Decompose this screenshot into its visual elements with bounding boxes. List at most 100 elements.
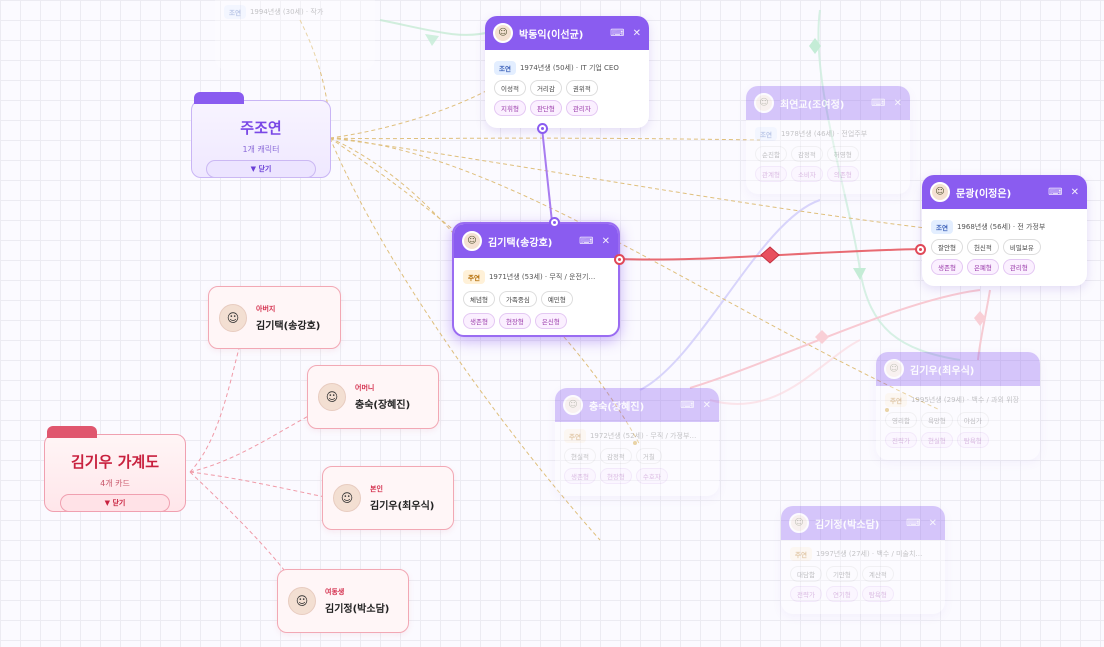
- type-tag: 지휘형: [494, 100, 526, 116]
- trait-tag: 권위적: [565, 80, 598, 96]
- type-tag: 은폐형: [966, 259, 999, 275]
- trait-tag: 순진함: [755, 146, 787, 162]
- connection-handle[interactable]: [537, 123, 548, 134]
- trait-tag: 거칠: [635, 448, 662, 464]
- connection-handle[interactable]: [614, 254, 625, 265]
- close-icon[interactable]: ✕: [893, 97, 902, 109]
- role-badge: 주연: [790, 547, 812, 561]
- avatar: ☺: [318, 383, 346, 411]
- avatar: ☺: [333, 484, 361, 512]
- character-desc: 1994년생 (30세) · 작가: [249, 8, 324, 16]
- family-role: 여동생: [325, 588, 345, 596]
- type-tag: 생존형: [463, 313, 495, 329]
- avatar: ☺: [884, 359, 904, 379]
- close-icon[interactable]: ✕: [632, 27, 641, 39]
- trait-tag: 감정적: [599, 448, 632, 464]
- keyboard-icon[interactable]: ⌨: [680, 399, 695, 411]
- character-name: 최연교(조여정): [780, 99, 845, 111]
- keyboard-icon[interactable]: ⌨: [1048, 186, 1063, 198]
- trait-tag: 야심가: [956, 412, 989, 428]
- type-tag: 은신형: [534, 313, 567, 329]
- type-tag: 관계형: [755, 166, 787, 182]
- trait-tag: 욕망형: [920, 412, 953, 428]
- folder-title: 주조연: [240, 119, 282, 137]
- avatar: ☺: [493, 23, 513, 43]
- type-tag: 생존형: [931, 259, 963, 275]
- connection-handle[interactable]: [915, 244, 926, 255]
- character-card-top[interactable]: 조연 1994년생 (30세) · 작가: [215, 0, 375, 70]
- type-tag: 현실형: [920, 432, 953, 448]
- trait-tag: 이성적: [494, 80, 526, 96]
- folder-family-tree[interactable]: 김기우 가계도 4개 카드 ▼ 닫기: [44, 426, 186, 512]
- role-badge: 조연: [494, 61, 516, 75]
- role-badge: 조연: [931, 220, 953, 234]
- character-desc: 1978년생 (46세) · 전업주부: [780, 130, 868, 138]
- type-tag: 관리자: [565, 100, 598, 116]
- family-name: 김기우(최우식): [370, 501, 435, 512]
- close-icon[interactable]: ✕: [1070, 186, 1079, 198]
- avatar: ☺: [754, 93, 774, 113]
- role-badge: 조연: [755, 127, 777, 141]
- keyboard-icon[interactable]: ⌨: [871, 97, 886, 109]
- keyboard-icon[interactable]: ⌨: [610, 27, 625, 39]
- character-name: 김기우(최우식): [910, 365, 975, 377]
- keyboard-icon[interactable]: ⌨: [906, 517, 921, 529]
- trait-tag: 영리함: [885, 412, 917, 428]
- type-tag: 연기형: [825, 586, 858, 602]
- folder-collapse-button[interactable]: ▼ 닫기: [60, 494, 170, 512]
- avatar: ☺: [462, 231, 482, 251]
- character-name: 충숙(장혜진): [589, 401, 645, 413]
- role-badge: 주연: [885, 393, 907, 407]
- role-badge: 조연: [224, 5, 246, 19]
- role-badge: 주연: [564, 429, 586, 443]
- trait-tag: 대담함: [790, 566, 822, 582]
- trait-tag: 허영형: [826, 146, 859, 162]
- avatar: ☺: [930, 182, 950, 202]
- character-desc: 1997년생 (27세) · 백수 / 미술치…: [815, 550, 923, 558]
- close-icon[interactable]: ✕: [928, 517, 937, 529]
- type-tag: 관리형: [1002, 259, 1035, 275]
- avatar: ☺: [563, 395, 583, 415]
- close-icon[interactable]: ✕: [702, 399, 711, 411]
- folder-main-cast[interactable]: 주조연 1개 캐릭터 ▼ 닫기: [191, 92, 331, 178]
- type-tag: 의존형: [826, 166, 859, 182]
- avatar: ☺: [789, 513, 809, 533]
- character-desc: 1972년생 (52세) · 무직 / 가정부…: [589, 432, 697, 440]
- avatar: ☺: [288, 587, 316, 615]
- type-tag: 생존형: [564, 468, 596, 484]
- folder-count: 4개 카드: [100, 479, 130, 488]
- family-name: 김기정(박소담): [325, 604, 390, 615]
- character-name: 문광(이정은): [956, 188, 1012, 200]
- character-desc: 1971년생 (53세) · 무직 / 운전기…: [488, 273, 596, 281]
- trait-tag: 예민형: [540, 291, 573, 307]
- trait-tag: 헌신적: [966, 239, 999, 255]
- character-desc: 1995년생 (29세) · 백수 / 과외 위장: [910, 396, 1020, 404]
- trait-tag: 현실적: [564, 448, 596, 464]
- folder-count: 1개 캐릭터: [242, 145, 280, 154]
- connection-handle[interactable]: [549, 217, 560, 228]
- close-icon[interactable]: ✕: [601, 235, 610, 247]
- family-role: 어머니: [355, 384, 375, 392]
- character-desc: 1974년생 (50세) · IT 기업 CEO: [519, 64, 619, 72]
- keyboard-icon[interactable]: ⌨: [579, 235, 594, 247]
- role-badge: 주연: [463, 270, 485, 284]
- family-name: 김기택(송강호): [256, 320, 321, 332]
- type-tag: 전략가: [885, 432, 917, 448]
- character-name: 박동익(이선균): [519, 29, 584, 41]
- type-tag: 전략가: [790, 586, 822, 602]
- character-desc: 1968년생 (56세) · 전 가정부: [956, 223, 1046, 231]
- folder-collapse-button[interactable]: ▼ 닫기: [206, 160, 316, 178]
- type-tag: 수호자: [635, 468, 668, 484]
